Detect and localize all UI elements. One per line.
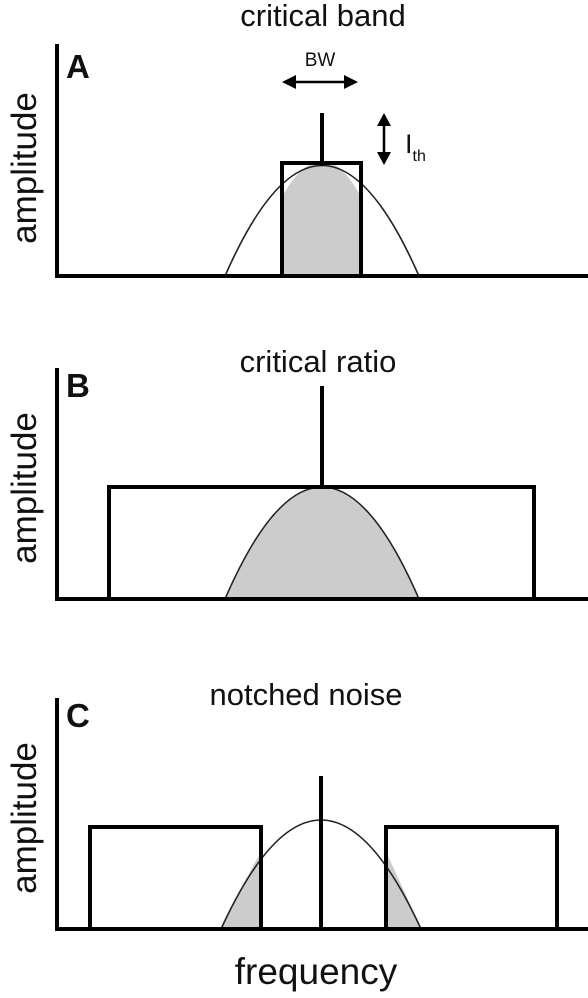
panel-c-axes <box>55 698 588 931</box>
x-axis-label: frequency <box>235 951 398 992</box>
panel-c-y-axis-label: amplitude <box>5 742 44 894</box>
bandwidth-arrow <box>282 75 358 89</box>
panel-b-letter: B <box>66 367 90 404</box>
panel-b-axes <box>55 368 588 601</box>
threshold-label: Ith <box>405 129 426 165</box>
panel-a-y-axis-label: amplitude <box>5 92 44 244</box>
panel-a-axes <box>55 44 588 278</box>
panel-c: notched noise C amplitude <box>5 677 588 931</box>
panel-a-letter: A <box>66 48 90 85</box>
panel-a: critical band A amplitude BW Ith <box>5 0 588 278</box>
panel-c-title: notched noise <box>209 677 402 712</box>
panel-a-title: critical band <box>240 0 405 33</box>
panel-a-overlap-region <box>282 161 361 276</box>
panel-b: critical ratio B amplitude <box>5 344 588 601</box>
panel-b-title: critical ratio <box>240 344 397 379</box>
threshold-arrow <box>377 113 391 165</box>
panel-b-y-axis-label: amplitude <box>5 412 44 564</box>
panel-c-letter: C <box>66 697 90 734</box>
bandwidth-label: BW <box>305 50 336 71</box>
